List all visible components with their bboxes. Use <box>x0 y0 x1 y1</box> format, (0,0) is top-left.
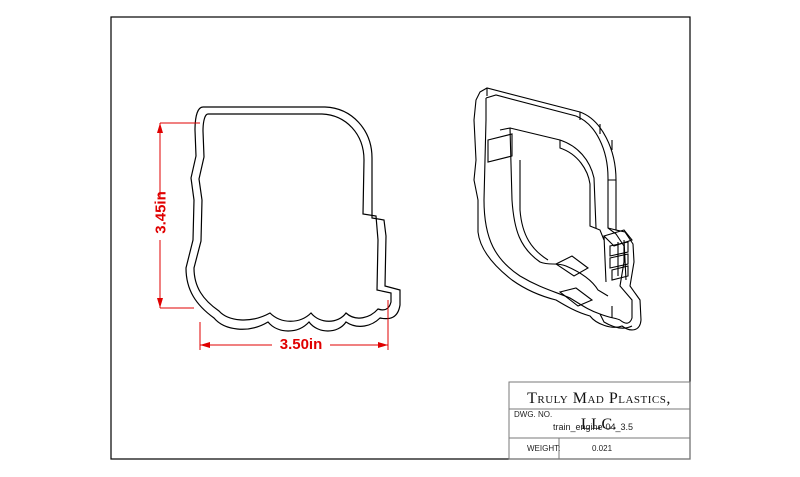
title-block-lines <box>508 381 691 460</box>
height-dimension-label: 3.45in <box>152 191 170 234</box>
weight-label: WEIGHT: <box>527 444 561 453</box>
sheet-border <box>110 16 691 460</box>
width-dimension <box>199 300 389 350</box>
weight-value: 0.021 <box>592 444 613 453</box>
dwg-no-value: train_engine-04_3.5 <box>553 422 634 432</box>
height-dimension <box>157 122 200 309</box>
cutter-outline-outer <box>185 106 401 332</box>
company-name: Truly Mad Plastics, LLC. <box>527 390 671 433</box>
width-dimension-label: 3.50in <box>276 337 326 352</box>
dwg-no-label: DWG. NO. <box>514 410 553 419</box>
cutter-outline-inner <box>193 113 392 322</box>
isometric-view <box>473 87 642 331</box>
